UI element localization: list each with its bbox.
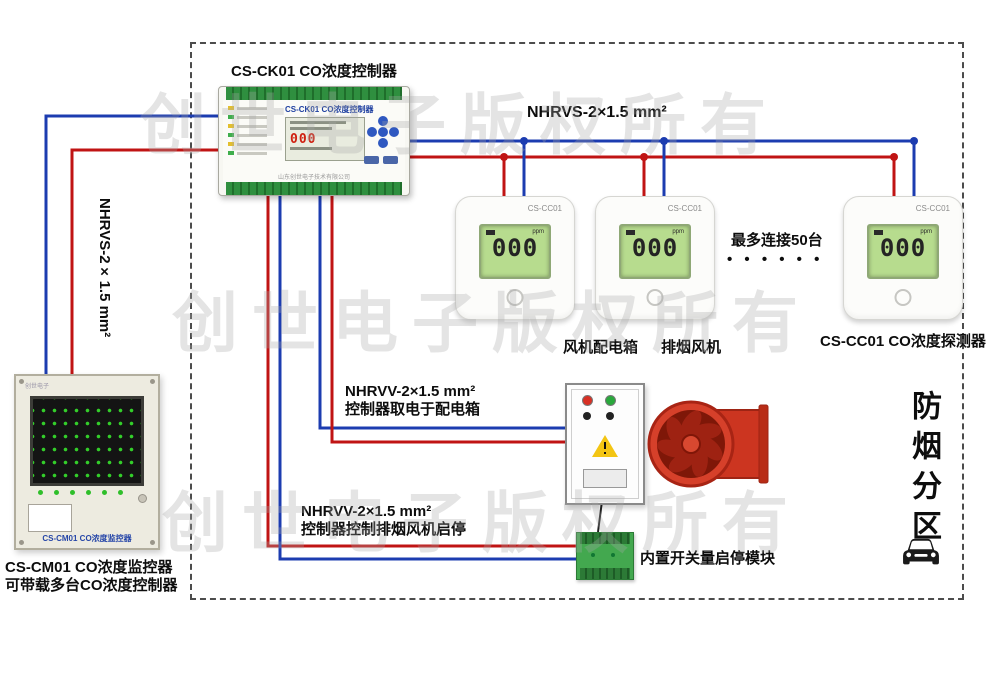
junction-dot — [890, 153, 898, 161]
detector-lcd: ppm 000 — [619, 224, 691, 279]
wire-red-monitor — [70, 148, 218, 376]
detector-model-text: CS-CC01 — [915, 204, 950, 213]
module-terminal-bottom — [580, 568, 630, 579]
detector-lcd: ppm 000 — [867, 224, 939, 279]
co-detector-2: CS-CC01 ppm 000 — [595, 196, 715, 320]
wire-red-control — [266, 194, 576, 548]
power-cable-line2: 控制器取电于配电箱 — [345, 401, 481, 418]
power-cable-label: NHRVV-2×1.5 mm² 控制器取电于配电箱 — [345, 383, 480, 419]
module-chip-icon — [611, 553, 615, 557]
wire-blue-power — [318, 194, 565, 430]
screw-icon — [19, 379, 24, 384]
fan-power-box — [565, 383, 645, 505]
meter-display — [583, 469, 627, 488]
box-door — [571, 389, 639, 499]
max-connect-note: 最多连接50台 — [731, 232, 823, 249]
monitor-card-slot — [28, 504, 72, 532]
power-cable-line1: NHRVV-2×1.5 mm² — [345, 383, 476, 400]
junction-dot — [660, 137, 668, 145]
controller-caption: CS-CK01 CO浓度控制器 — [231, 63, 397, 80]
switch-module-caption: 内置开关量启停模块 — [640, 550, 776, 567]
brand-logo-icon — [646, 289, 664, 306]
controller-lcd-digits: 000 — [290, 132, 317, 147]
lcd-unit: ppm — [672, 229, 684, 235]
car-icon — [903, 538, 939, 565]
monitor-caption-line2: 可带载多台CO浓度控制器 — [5, 577, 178, 594]
buzzer-icon — [138, 494, 147, 503]
ellipsis-dots: • • • • • • — [727, 251, 824, 268]
monitor-device-title: CS-CM01 CO浓度监控器 — [42, 534, 132, 543]
co-monitor-device: 创世电子 CS-CM01 CO浓度监控器 — [14, 374, 160, 550]
control-cable-line2: 控制器控制排烟风机启停 — [301, 521, 467, 538]
junction-dot — [910, 137, 918, 145]
red-lamp-icon — [582, 395, 593, 406]
monitor-caption-line1: CS-CM01 CO浓度监控器 — [5, 559, 173, 576]
module-chip-icon — [591, 553, 595, 557]
controller-dpad — [367, 116, 399, 148]
green-lamp-icon — [605, 395, 616, 406]
smoke-zone-caption: 防烟分区 — [907, 390, 940, 550]
junction-dot — [500, 153, 508, 161]
screw-icon — [150, 540, 155, 545]
manufacturer-text: 山东创世电子技术有限公司 — [277, 175, 350, 181]
push-button-icon — [583, 412, 591, 420]
controller-buttons — [364, 156, 398, 164]
top-cable-label: NHRVS-2×1.5 mm² — [527, 104, 667, 121]
detector-caption: CS-CC01 CO浓度探测器 — [820, 333, 986, 350]
brand-logo-icon — [894, 289, 912, 306]
module-callout-line — [597, 500, 603, 533]
lcd-value: 000 — [491, 234, 539, 262]
signal-icon — [486, 229, 495, 235]
lcd-unit: ppm — [532, 229, 544, 235]
status-led-rows — [228, 106, 282, 160]
fan-box-caption: 风机配电箱 — [563, 339, 639, 356]
co-detector-1: CS-CC01 ppm 000 — [455, 196, 575, 320]
terminal-strip-top — [226, 87, 402, 100]
wire-red-power — [330, 194, 565, 444]
lcd-value: 000 — [879, 234, 927, 262]
terminal-strip-bottom — [226, 182, 402, 195]
lcd-unit: ppm — [920, 229, 932, 235]
left-cable-label: NHRVS-2×1.5 mm² — [96, 198, 113, 338]
junction-dot — [640, 153, 648, 161]
control-cable-label: NHRVV-2×1.5 mm² 控制器控制排烟风机启停 — [301, 503, 466, 539]
screw-icon — [150, 379, 155, 384]
controller-face: CS-CK01 CO浓度控制器 000 山东创世电子技术有限公司 — [223, 100, 405, 182]
zone-dashed-frame — [190, 42, 964, 600]
fan-caption: 排烟风机 — [661, 339, 722, 356]
control-cable-line1: NHRVV-2×1.5 mm² — [301, 503, 432, 520]
switch-module-device — [576, 532, 634, 580]
co-controller-device: CS-CK01 CO浓度控制器 000 山东创世电子技术有限公司 — [218, 86, 410, 196]
exhaust-fan-image — [647, 400, 769, 488]
module-terminal-top — [580, 533, 630, 544]
lcd-value: 000 — [631, 234, 679, 262]
controller-lcd: 000 — [285, 117, 365, 161]
brand-logo-icon — [506, 289, 524, 306]
detector-lcd: ppm 000 — [479, 224, 551, 279]
wire-blue-control — [278, 194, 576, 561]
detector-model-text: CS-CC01 — [667, 204, 702, 213]
co-detector-3: CS-CC01 ppm 000 — [843, 196, 963, 320]
detector-model-text: CS-CC01 — [527, 204, 562, 213]
signal-icon — [874, 229, 883, 235]
junction-dot — [520, 137, 528, 145]
push-button-icon — [606, 412, 614, 420]
monitor-led-screen — [30, 396, 144, 486]
signal-icon — [626, 229, 635, 235]
wire-blue-monitor — [44, 114, 218, 376]
screw-icon — [19, 540, 24, 545]
monitor-indicator-leds — [38, 490, 123, 495]
brand-logo-text: 创世电子 — [25, 384, 50, 390]
controller-device-title: CS-CK01 CO浓度控制器 — [285, 105, 374, 114]
monitor-caption: CS-CM01 CO浓度监控器 可带载多台CO浓度控制器 — [5, 559, 178, 595]
